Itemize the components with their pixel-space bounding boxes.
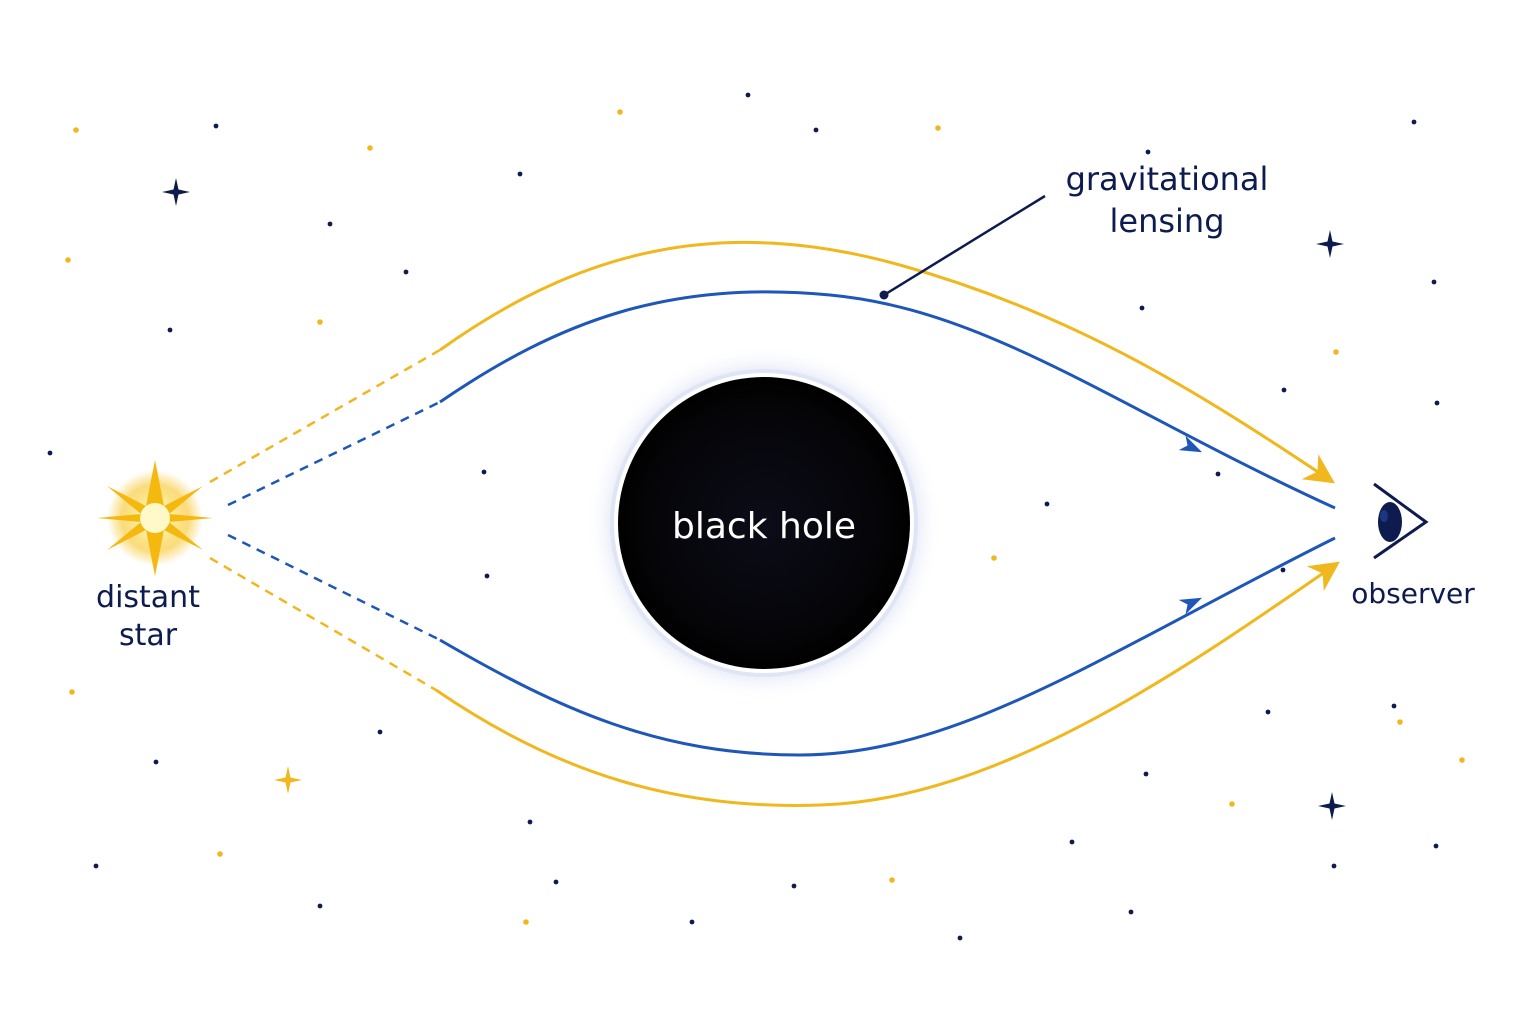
- star-dot: [1459, 757, 1465, 763]
- dashed-yellow-upper: [209, 348, 441, 484]
- star-dot: [1331, 863, 1337, 869]
- star-dot: [65, 257, 71, 263]
- star-dot: [745, 92, 751, 98]
- star-dot: [73, 127, 79, 133]
- star-dot: [991, 555, 997, 561]
- star-dot: [1280, 567, 1286, 573]
- star-dot: [153, 759, 159, 765]
- star-dot: [1145, 149, 1151, 155]
- blue-ray-lower: [439, 536, 1336, 757]
- star-dot: [517, 171, 523, 177]
- background-star-field: [47, 92, 1465, 941]
- blue-ray-upper: [439, 290, 1336, 510]
- star-dot: [957, 935, 963, 941]
- annotation-label-line1: gravitational: [1066, 160, 1269, 198]
- star-dot: [217, 851, 223, 857]
- star-dot: [377, 729, 383, 735]
- star-dot: [813, 127, 819, 133]
- dashed-blue-lower: [227, 533, 441, 642]
- star-dot: [1143, 771, 1149, 777]
- blue-arrow-upper-icon: [1178, 435, 1203, 453]
- annotation-label-line2: lensing: [1109, 202, 1224, 240]
- star-dot: [1229, 801, 1235, 807]
- star-dot: [484, 573, 490, 579]
- star-dot: [327, 221, 333, 227]
- star-dot: [93, 863, 99, 869]
- eye-icon: [1373, 482, 1429, 560]
- star-dot: [1265, 709, 1271, 715]
- star-dot: [1044, 501, 1050, 507]
- star-dot: [1128, 909, 1134, 915]
- sparkle-icon: [1318, 792, 1346, 820]
- star-dot: [367, 145, 373, 151]
- star-dot: [523, 919, 529, 925]
- star-dot: [889, 877, 895, 883]
- star-burst-icon: [97, 460, 213, 576]
- star-dot: [213, 123, 219, 129]
- star-dot: [935, 125, 941, 131]
- star-dot: [403, 269, 409, 275]
- black-hole-label: black hole: [672, 506, 856, 547]
- star-dot: [481, 469, 487, 475]
- star-dot: [1281, 387, 1287, 393]
- yellow-ray-upper: [439, 240, 1335, 484]
- star-dot: [1431, 279, 1437, 285]
- star-dot: [1333, 349, 1339, 355]
- black-hole-disc: [618, 377, 910, 669]
- star-dot: [317, 903, 323, 909]
- sparkle-icon: [1316, 230, 1344, 258]
- light-paths: [435, 240, 1340, 807]
- star-dot: [1397, 719, 1403, 725]
- star-dot: [1069, 839, 1075, 845]
- annotation-leader-line: [883, 194, 1046, 297]
- dashed-blue-upper: [227, 400, 441, 507]
- star-dot: [167, 327, 173, 333]
- distant-star-label-line1: distant: [96, 580, 200, 615]
- star-dot: [317, 319, 323, 325]
- star-dot: [47, 450, 53, 456]
- star-dot: [1215, 471, 1221, 477]
- star-dot: [1411, 119, 1417, 125]
- star-dot: [1434, 400, 1440, 406]
- star-dot: [1139, 305, 1145, 311]
- sparkle-icon: [274, 766, 302, 794]
- star-dot: [69, 689, 75, 695]
- dashed-ray-segments: [209, 348, 441, 692]
- star-dot: [1433, 843, 1439, 849]
- lensing-annotation: gravitational lensing: [879, 160, 1269, 300]
- dashed-yellow-lower: [209, 556, 437, 692]
- star-dot: [527, 819, 533, 825]
- star-dot: [791, 883, 797, 889]
- star-dot: [617, 109, 623, 115]
- star-dot: [689, 919, 695, 925]
- annotation-dot: [879, 290, 889, 300]
- blue-arrow-lower-icon: [1178, 597, 1203, 615]
- yellow-ray-lower: [435, 561, 1340, 807]
- sparkle-icon: [162, 178, 190, 206]
- black-hole: black hole: [586, 345, 942, 701]
- observer-label: observer: [1351, 577, 1475, 610]
- star-dot: [553, 879, 559, 885]
- star-dot: [1391, 703, 1397, 709]
- distant-star-label-line2: star: [119, 618, 178, 653]
